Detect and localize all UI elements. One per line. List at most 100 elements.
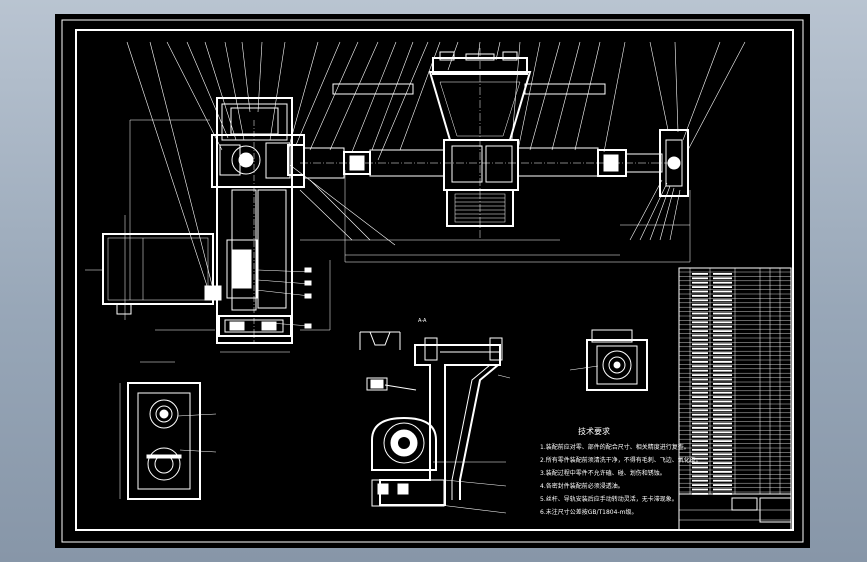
bom-cell-text-mark xyxy=(692,369,708,372)
bom-cell-text-mark xyxy=(713,422,732,425)
bom-cell-text-mark xyxy=(692,422,708,425)
bom-cell-text-mark xyxy=(692,303,708,306)
bom-cell-text-mark xyxy=(692,413,708,416)
bom-cell-text-mark xyxy=(692,334,708,337)
bom-cell-text-mark xyxy=(713,273,732,275)
bom-table xyxy=(678,267,792,531)
sheet-inner-frame xyxy=(75,29,794,531)
bom-cell-text-mark xyxy=(713,440,732,442)
bom-cell-text-mark xyxy=(692,295,708,297)
bom-cell-text-mark xyxy=(692,444,708,447)
bom-cell-text-mark xyxy=(692,493,708,495)
bom-cell-text-mark xyxy=(692,435,708,438)
bom-cell-text-mark xyxy=(692,471,708,473)
bom-cell-text-mark xyxy=(713,413,732,416)
bom-cell-text-mark xyxy=(713,281,732,284)
note-line-6: 6.未注尺寸公差按GB/T1804-m级。 xyxy=(540,508,637,516)
bom-cell-text-mark xyxy=(713,330,732,332)
bom-cell-text-mark xyxy=(713,365,732,368)
bom-cell-text-mark xyxy=(713,277,732,280)
bom-cell-text-mark xyxy=(713,347,732,350)
bom-cell-text-mark xyxy=(713,471,732,473)
bom-cell-text-mark xyxy=(713,303,732,306)
bom-cell-text-mark xyxy=(713,431,732,434)
bom-cell-text-mark xyxy=(692,361,708,363)
bom-cell-text-mark xyxy=(713,396,732,398)
bom-cell-text-mark xyxy=(692,299,708,302)
bom-cell-text-mark xyxy=(692,431,708,434)
drawing-sheet xyxy=(55,14,810,548)
main-assembly-view xyxy=(85,41,746,353)
bom-cell-text-mark xyxy=(713,299,732,302)
bom-cell-text-mark xyxy=(713,369,732,372)
bom-cell-text-mark xyxy=(692,383,708,385)
note-line-5: 5.丝杆、导轨安装后应手动转动灵活，无卡滞现象。 xyxy=(540,495,678,503)
bom-cell-text-mark xyxy=(692,475,708,478)
bom-cell-text-mark xyxy=(713,321,732,324)
bom-cell-text-mark xyxy=(713,444,732,447)
motor-body xyxy=(102,233,214,305)
bom-cell-text-mark xyxy=(713,286,732,288)
bom-cell-text-mark xyxy=(713,352,732,354)
bom-cell-text-mark xyxy=(713,339,732,341)
bom-cell-text-mark xyxy=(713,462,732,464)
bom-cell-text-mark xyxy=(713,295,732,297)
bom-cell-text-mark xyxy=(692,387,708,390)
bom-cell-text-mark xyxy=(713,466,732,469)
bom-cell-text-mark xyxy=(713,391,732,394)
bom-cell-text-mark xyxy=(692,488,708,491)
bom-cell-text-mark xyxy=(713,325,732,328)
bom-cell-text-mark xyxy=(713,334,732,337)
bom-cell-text-mark xyxy=(692,400,708,403)
bom-cell-text-mark xyxy=(713,400,732,403)
bom-cell-text-mark xyxy=(713,317,732,319)
notes-title: 技术要求 xyxy=(578,426,610,436)
detail-plate-view xyxy=(119,361,217,500)
bom-cell-text-mark xyxy=(713,493,732,495)
bom-cell-text-mark xyxy=(713,383,732,385)
bom-cell-text-mark xyxy=(713,374,732,376)
note-line-2: 2.所有零件装配前须清洗干净，不得有毛刺、飞边、氧化皮。 xyxy=(540,456,702,464)
bom-cell-text-mark xyxy=(692,343,708,346)
bom-cell-text-mark xyxy=(692,308,708,310)
bom-rows xyxy=(679,271,791,495)
note-line-3: 3.装配过程中零件不允许磕、碰、划伤和锈蚀。 xyxy=(540,469,666,477)
bom-cell-text-mark xyxy=(692,396,708,398)
bom-cell-text-mark xyxy=(713,290,732,293)
bom-cell-text-mark xyxy=(713,449,732,451)
technical-notes: 技术要求 1.装配前应对零、部件的配合尺寸、相关精度进行复查。 2.所有零件装配… xyxy=(540,426,702,516)
bom-cell-text-mark xyxy=(692,347,708,350)
bom-cell-text-mark xyxy=(713,312,732,315)
bom-cell-text-mark xyxy=(692,449,708,451)
bom-cell-text-mark xyxy=(713,308,732,310)
bom-cell-text-mark xyxy=(692,462,708,464)
bom-cell-text-mark xyxy=(713,475,732,478)
bom-cell-text-mark xyxy=(692,286,708,288)
bom-cell-text-mark xyxy=(713,409,732,412)
bom-cell-text-mark xyxy=(692,409,708,412)
bom-cell-text-mark xyxy=(692,321,708,324)
bom-cell-text-mark xyxy=(713,418,732,420)
bom-cell-text-mark xyxy=(713,343,732,346)
bom-cell-text-mark xyxy=(692,405,708,407)
bom-cell-text-mark xyxy=(713,427,732,429)
bom-cell-text-mark xyxy=(692,352,708,354)
bom-cell-text-mark xyxy=(713,435,732,438)
bom-cell-text-mark xyxy=(713,361,732,363)
bom-cell-text-mark xyxy=(713,405,732,407)
bom-cell-text-mark xyxy=(692,453,708,456)
bom-cell-text-mark xyxy=(713,453,732,456)
sheet-outer-border xyxy=(61,19,804,543)
bom-cell-text-mark xyxy=(713,484,732,486)
bom-cell-text-mark xyxy=(713,387,732,390)
bom-cell-text-mark xyxy=(692,312,708,315)
bom-cell-text-mark xyxy=(692,484,708,486)
note-line-1: 1.装配前应对零、部件的配合尺寸、相关精度进行复查。 xyxy=(540,443,690,451)
bom-cell-text-mark xyxy=(692,317,708,319)
bom-cell-text-mark xyxy=(692,457,708,460)
bom-cell-text-mark xyxy=(692,356,708,359)
bom-cell-text-mark xyxy=(692,290,708,293)
bom-cell-text-mark xyxy=(692,339,708,341)
